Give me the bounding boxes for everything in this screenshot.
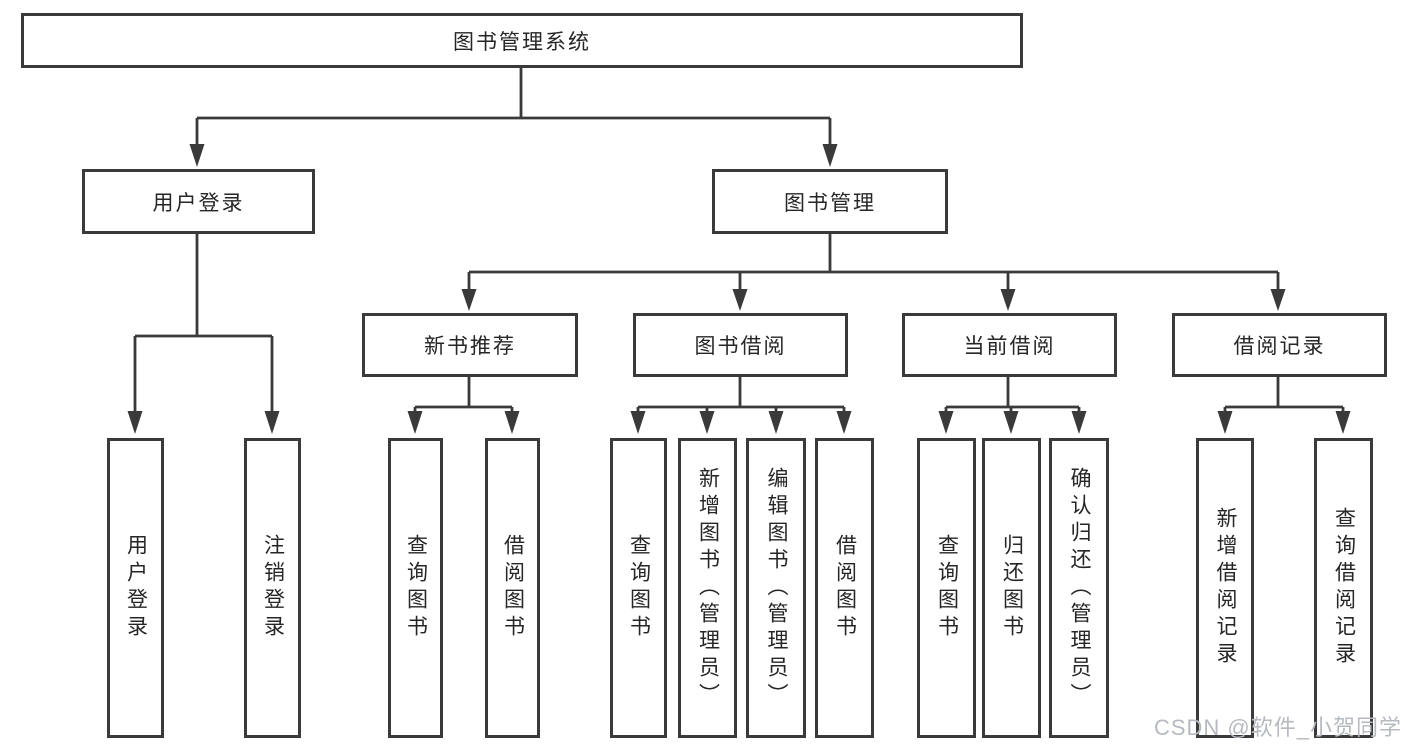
box-book-borrowing-label: 图书借阅 <box>694 335 787 358</box>
box-book-management: 图书管理 <box>712 169 948 234</box>
csdn-watermark: CSDN @软件_小贺同学 <box>1153 715 1402 740</box>
box-current-borrowing-label: 当前借阅 <box>963 335 1056 358</box>
box-book-borrowing: 图书借阅 <box>633 313 848 377</box>
box-new-book-recommend: 新书推荐 <box>362 313 578 377</box>
leaf-user-login: 用户登录 <box>107 438 164 738</box>
leaf-borrowing-borrow-book: 借阅图书 <box>815 438 874 738</box>
leaf-logout: 注销登录 <box>244 438 301 738</box>
leaf-newbook-borrow-book: 借阅图书 <box>485 438 540 738</box>
leaf-current-query-book: 查询图书 <box>917 438 976 738</box>
leaf-borrowing-add-book-admin-label: 新增图书（管理员） <box>696 466 720 710</box>
box-borrow-records-label: 借阅记录 <box>1233 335 1326 358</box>
box-current-borrowing: 当前借阅 <box>902 313 1117 377</box>
leaf-current-confirm-return-admin-label: 确认归还（管理员） <box>1068 466 1091 710</box>
leaf-records-add-record-label: 新增借阅记录 <box>1214 507 1237 669</box>
leaf-logout-label: 注销登录 <box>261 534 285 642</box>
leaf-borrowing-edit-book-admin-label: 编辑图书（管理员） <box>765 466 788 710</box>
leaf-records-query-record-label: 查询借阅记录 <box>1332 507 1356 669</box>
leaf-borrowing-query-book-label: 查询图书 <box>627 534 651 642</box>
box-root-system: 图书管理系统 <box>21 13 1023 68</box>
box-user-login-label: 用户登录 <box>152 191 245 215</box>
leaf-newbook-borrow-book-label: 借阅图书 <box>501 534 525 642</box>
leaf-current-query-book-label: 查询图书 <box>935 534 959 642</box>
leaf-user-login-label: 用户登录 <box>124 534 148 642</box>
box-root-system-label: 图书管理系统 <box>453 30 591 54</box>
box-book-management-label: 图书管理 <box>784 191 876 215</box>
box-user-login: 用户登录 <box>82 169 315 234</box>
leaf-borrowing-edit-book-admin: 编辑图书（管理员） <box>746 438 806 738</box>
leaf-current-return-book-label: 归还图书 <box>1000 534 1024 642</box>
box-new-book-recommend-label: 新书推荐 <box>424 335 516 358</box>
leaf-borrowing-query-book: 查询图书 <box>610 438 667 738</box>
leaf-borrowing-add-book-admin: 新增图书（管理员） <box>678 438 737 738</box>
leaf-newbook-query-book: 查询图书 <box>388 438 443 738</box>
leaf-borrowing-borrow-book-label: 借阅图书 <box>833 534 857 642</box>
leaf-records-add-record: 新增借阅记录 <box>1196 438 1254 738</box>
leaf-current-confirm-return-admin: 确认归还（管理员） <box>1049 438 1109 738</box>
box-borrow-records: 借阅记录 <box>1172 313 1387 377</box>
leaf-current-return-book: 归还图书 <box>982 438 1041 738</box>
leaf-records-query-record: 查询借阅记录 <box>1314 438 1373 738</box>
leaf-newbook-query-book-label: 查询图书 <box>404 534 428 642</box>
